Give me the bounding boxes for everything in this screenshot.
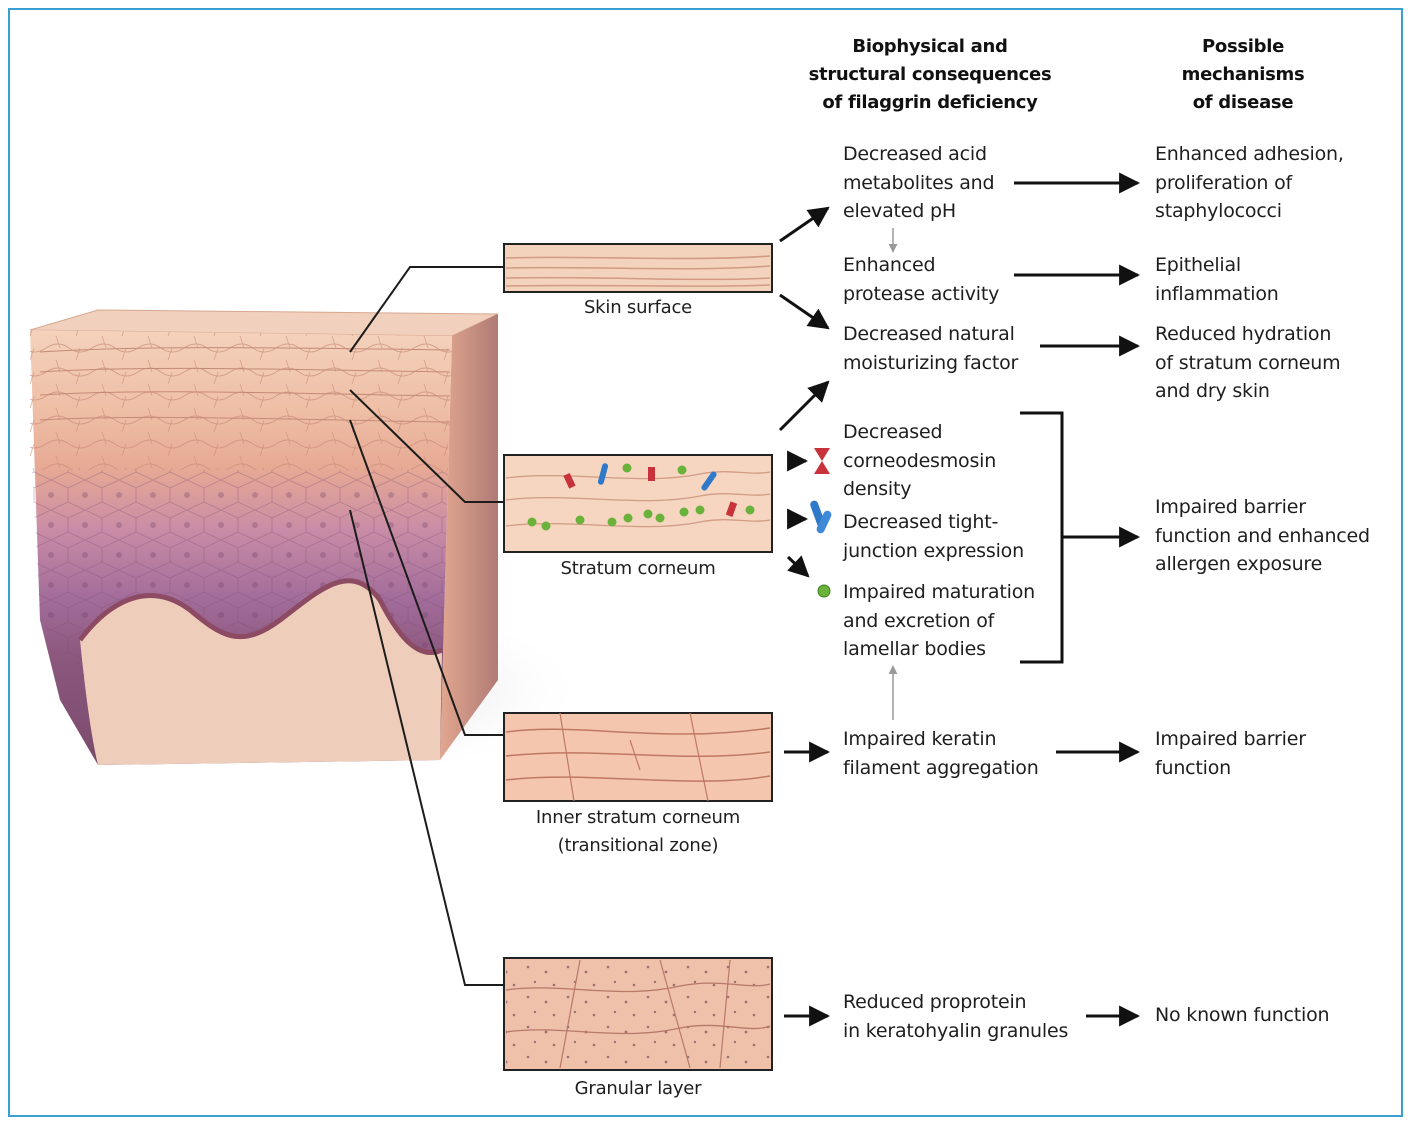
panel-stratum-corneum bbox=[504, 455, 772, 552]
consequence-tight-junction: Decreased tight- junction expression bbox=[843, 508, 1024, 565]
mechanism-barrier-allergen: Impaired barrier function and enhanced a… bbox=[1155, 493, 1370, 579]
consequence-acid-metabolites: Decreased acid metabolites and elevated … bbox=[843, 140, 994, 226]
skin-cube bbox=[30, 310, 498, 765]
consequence-lamellar: Impaired maturation and excretion of lam… bbox=[843, 578, 1035, 664]
tight-junction-icon bbox=[809, 500, 833, 535]
consequence-proprotein: Reduced proprotein in keratohyalin granu… bbox=[843, 988, 1068, 1045]
header-mechanisms: Possible mechanisms of disease bbox=[1150, 33, 1336, 117]
caption-granular-layer: Granular layer bbox=[504, 1075, 772, 1103]
mechanism-no-function: No known function bbox=[1155, 1001, 1329, 1030]
mechanism-inflammation: Epithelial inflammation bbox=[1155, 251, 1279, 308]
lamellar-body-icon bbox=[818, 585, 830, 597]
caption-inner-stratum-corneum: Inner stratum corneum (transitional zone… bbox=[484, 804, 792, 860]
corneodesmosin-icon bbox=[814, 448, 830, 474]
consequence-corneodesmosin: Decreased corneodesmosin density bbox=[843, 418, 996, 504]
consequence-nmf: Decreased natural moisturizing factor bbox=[843, 320, 1018, 377]
mechanism-barrier: Impaired barrier function bbox=[1155, 725, 1306, 782]
mechanism-staph: Enhanced adhesion, proliferation of stap… bbox=[1155, 140, 1344, 226]
header-consequences: Biophysical and structural consequences … bbox=[790, 33, 1070, 117]
caption-skin-surface: Skin surface bbox=[504, 294, 772, 322]
mechanism-hydration: Reduced hydration of stratum corneum and… bbox=[1155, 320, 1340, 406]
caption-stratum-corneum: Stratum corneum bbox=[504, 555, 772, 583]
consequence-keratin: Impaired keratin filament aggregation bbox=[843, 725, 1039, 782]
panel-inner-stratum-corneum bbox=[504, 713, 772, 801]
consequence-protease: Enhanced protease activity bbox=[843, 251, 999, 308]
panel-skin-surface bbox=[504, 244, 772, 292]
panel-granular-layer bbox=[504, 958, 772, 1070]
